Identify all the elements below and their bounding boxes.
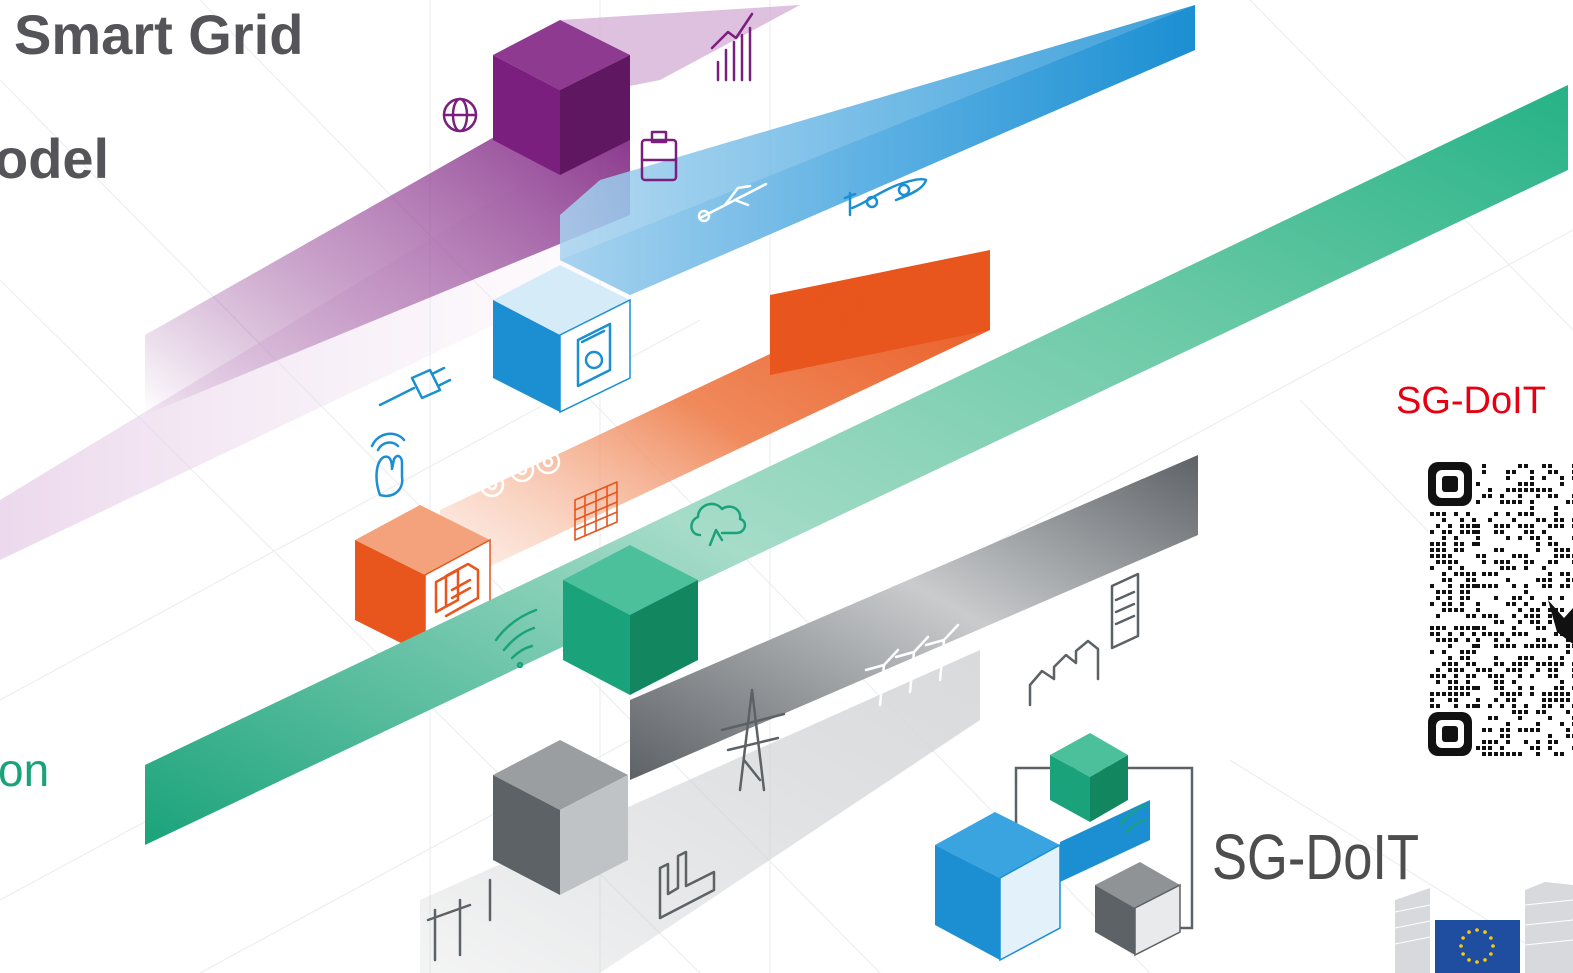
eu-flag-icon [1435, 920, 1520, 973]
sg-doit-logo-text: SG-DoIT [1212, 821, 1420, 893]
touch-hand-icon [370, 432, 406, 498]
documents-icon [434, 562, 480, 618]
grid-icon [574, 481, 618, 541]
green-text-fragment: on [0, 744, 50, 796]
briefcase-icon [640, 130, 678, 182]
folders-icon [790, 280, 866, 342]
usb-icon [697, 182, 768, 223]
electric-car-icon [843, 177, 928, 217]
bar-chart-icon [710, 12, 754, 82]
cloud-icon [690, 502, 747, 547]
gears-icon [479, 449, 561, 498]
buildings-icon [1028, 572, 1140, 707]
globe-icon [442, 97, 478, 133]
wind-turbines-icon [864, 623, 960, 707]
wifi-icon [494, 608, 538, 669]
plug-icon [378, 366, 452, 407]
title-line-2: odel [0, 127, 110, 190]
qr-caption: SG-DoIT [1396, 380, 1546, 422]
title-line-1: Smart Grid [14, 3, 304, 66]
factory-icon [658, 850, 716, 920]
power-line-icon [426, 878, 492, 962]
pylon-icon [720, 688, 786, 792]
washing-machine-icon [576, 322, 612, 388]
